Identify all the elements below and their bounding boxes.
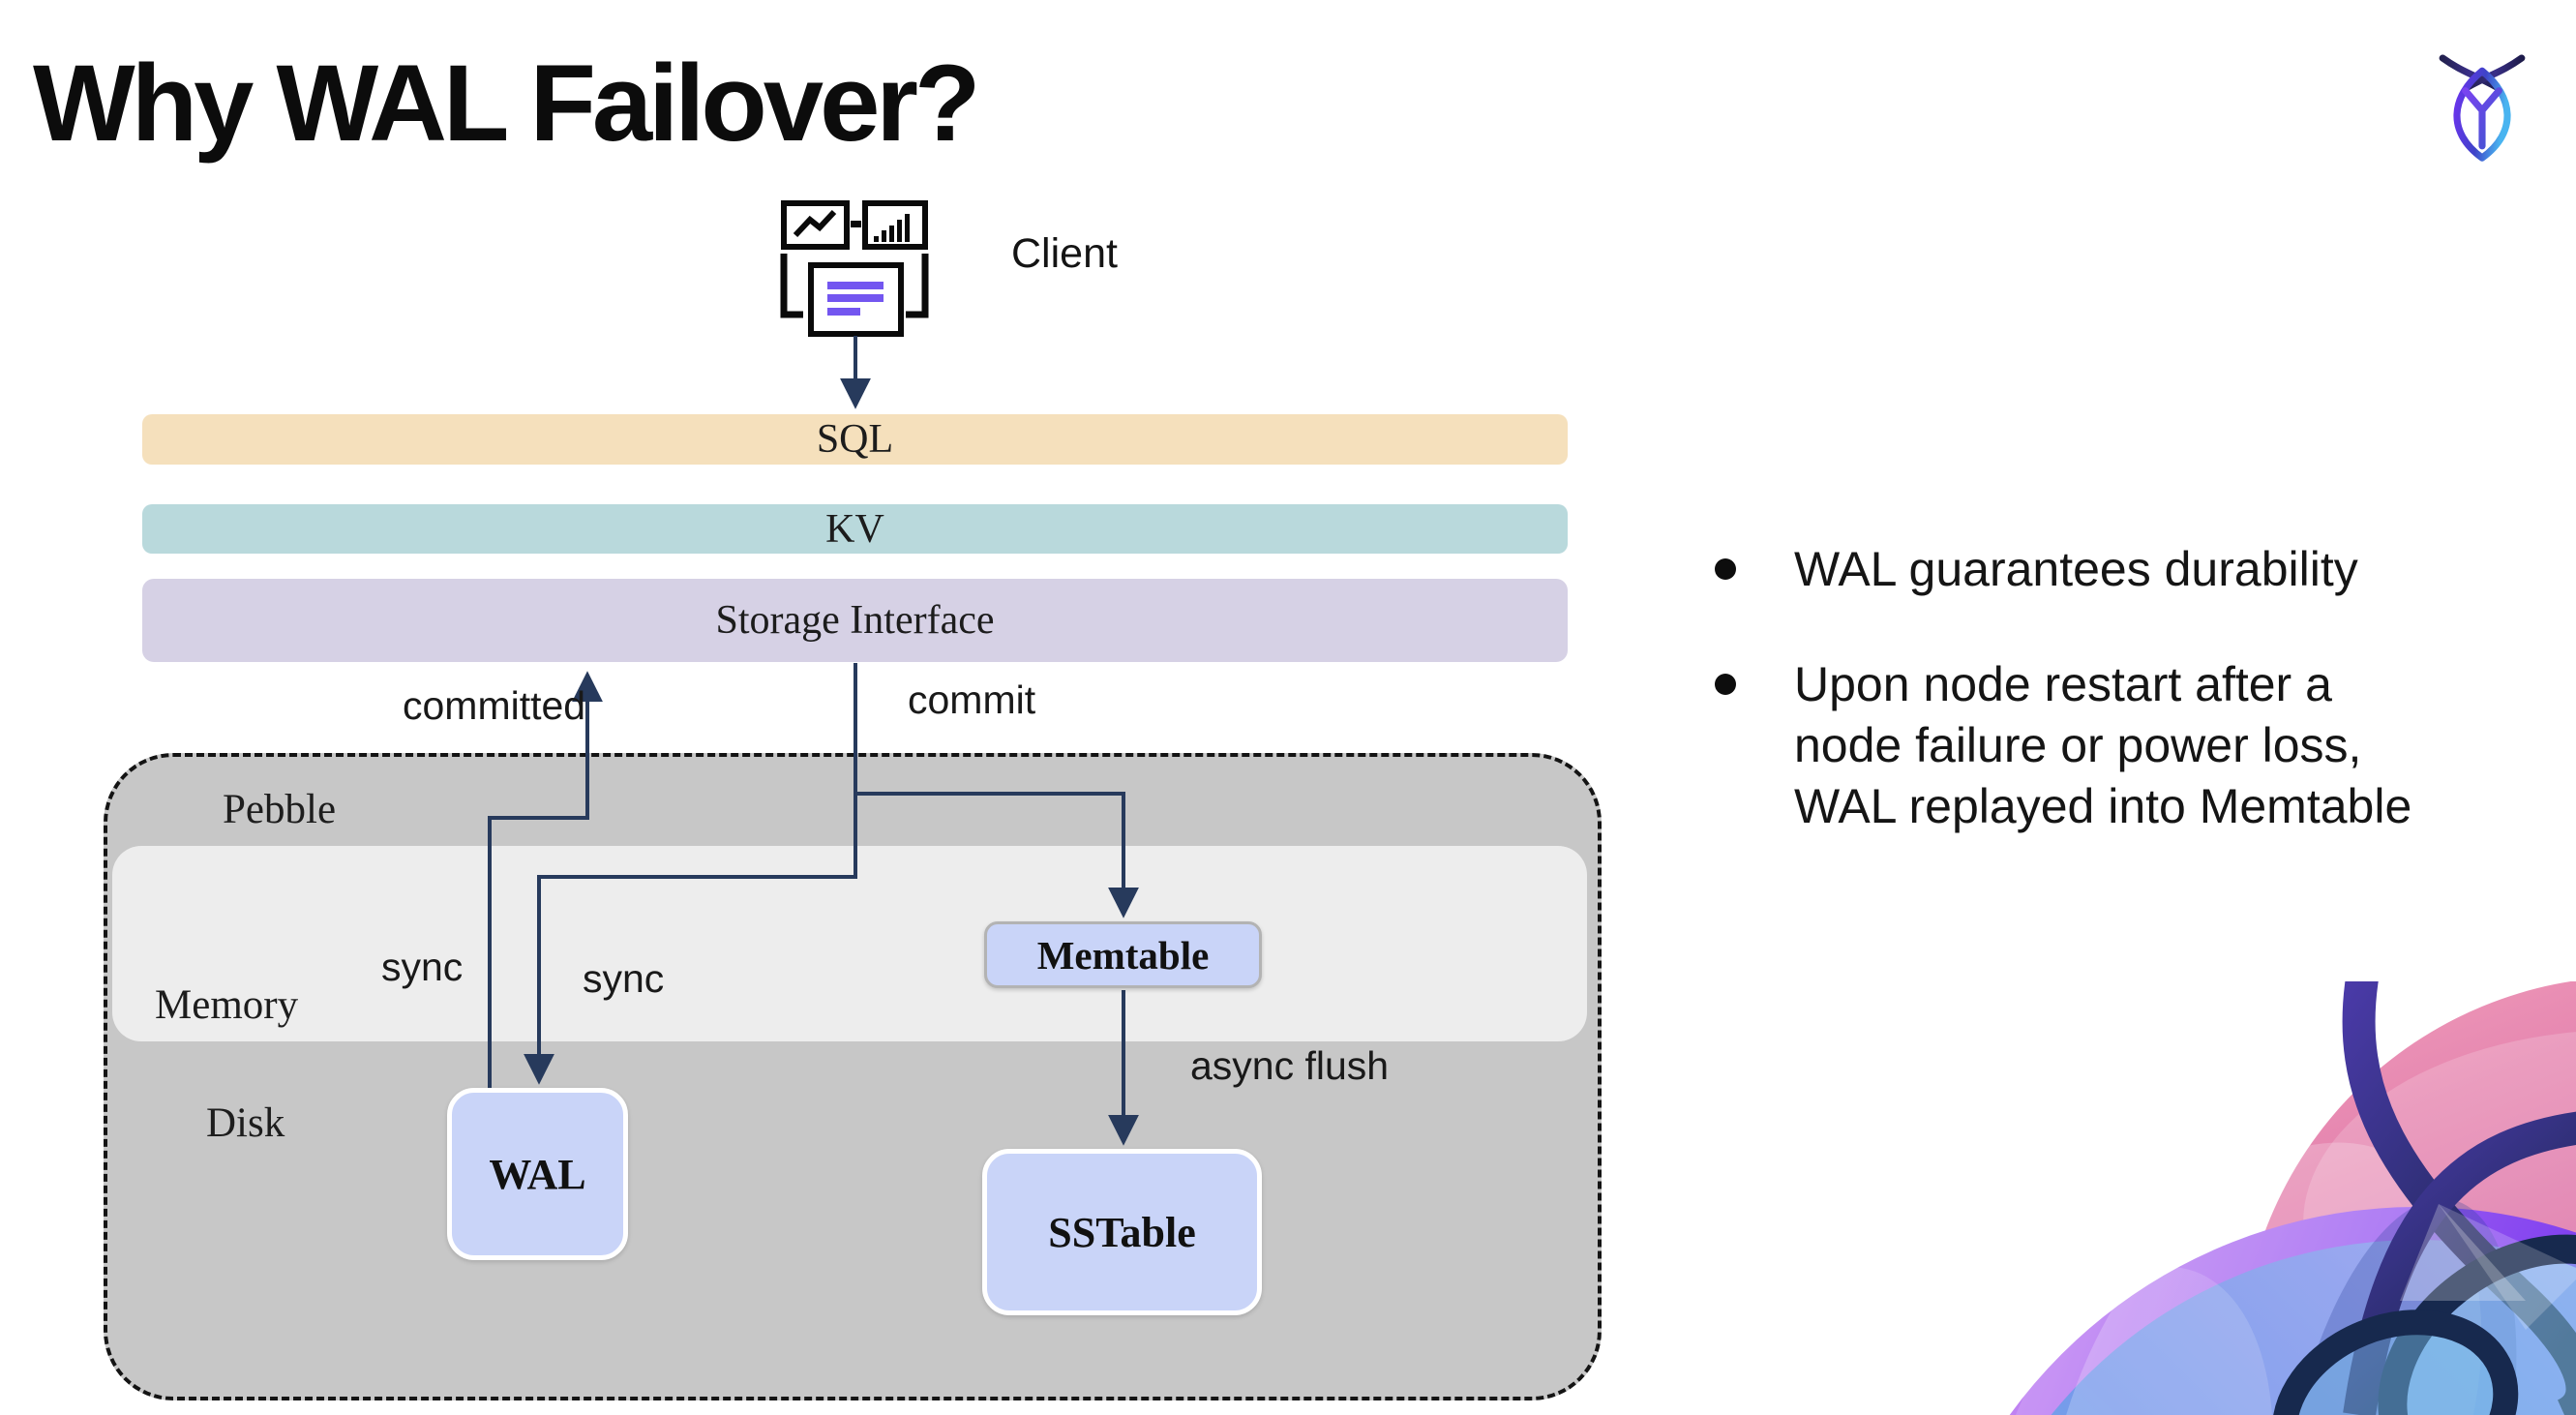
edge-label-commit: commit bbox=[908, 677, 1036, 722]
bullet-text: Upon node restart after a node failure o… bbox=[1794, 654, 2411, 837]
edge-label-sync-left: sync bbox=[381, 945, 464, 989]
layer-kv: KV bbox=[142, 504, 1568, 554]
node-memtable-label: Memtable bbox=[1036, 932, 1210, 978]
bullet-text: WAL guarantees durability bbox=[1794, 539, 2358, 600]
layer-storage-interface-label: Storage Interface bbox=[715, 598, 995, 643]
bullet-item: Upon node restart after a node failure o… bbox=[1701, 654, 2533, 837]
bullet-item: WAL guarantees durability bbox=[1701, 539, 2533, 600]
node-wal-label: WAL bbox=[489, 1150, 586, 1198]
layer-storage-interface: Storage Interface bbox=[142, 579, 1568, 662]
pebble-label: Pebble bbox=[223, 787, 337, 832]
bullet-line: Upon node restart after a bbox=[1794, 657, 2332, 711]
client-workstation-icon bbox=[780, 200, 929, 337]
layer-sql-label: SQL bbox=[816, 417, 894, 462]
bullet-list: WAL guarantees durability Upon node rest… bbox=[1701, 539, 2533, 837]
bullet-line: node failure or power loss, bbox=[1794, 718, 2362, 772]
node-wal: WAL bbox=[447, 1088, 628, 1260]
node-memtable: Memtable bbox=[984, 921, 1262, 988]
bullet-line: WAL replayed into Memtable bbox=[1794, 779, 2412, 833]
disk-label: Disk bbox=[206, 1100, 285, 1146]
page-title: Why WAL Failover? bbox=[33, 43, 980, 164]
cockroachdb-brand-art bbox=[1985, 981, 2576, 1415]
node-sstable: SSTable bbox=[982, 1149, 1262, 1315]
bullet-line: WAL guarantees durability bbox=[1794, 542, 2358, 596]
layer-sql: SQL bbox=[142, 414, 1568, 465]
node-sstable-label: SSTable bbox=[1048, 1208, 1196, 1256]
layer-kv-label: KV bbox=[825, 506, 884, 552]
bullet-dot bbox=[1715, 674, 1736, 695]
cockroachdb-logo-icon bbox=[2439, 54, 2526, 162]
memory-label: Memory bbox=[155, 982, 299, 1028]
edge-label-async-flush: async flush bbox=[1190, 1043, 1390, 1088]
client-label: Client bbox=[1011, 230, 1118, 277]
memory-band bbox=[112, 846, 1587, 1041]
edge-label-sync-right: sync bbox=[583, 956, 665, 1001]
edge-label-committed: committed bbox=[403, 683, 586, 728]
bullet-dot bbox=[1715, 558, 1736, 580]
